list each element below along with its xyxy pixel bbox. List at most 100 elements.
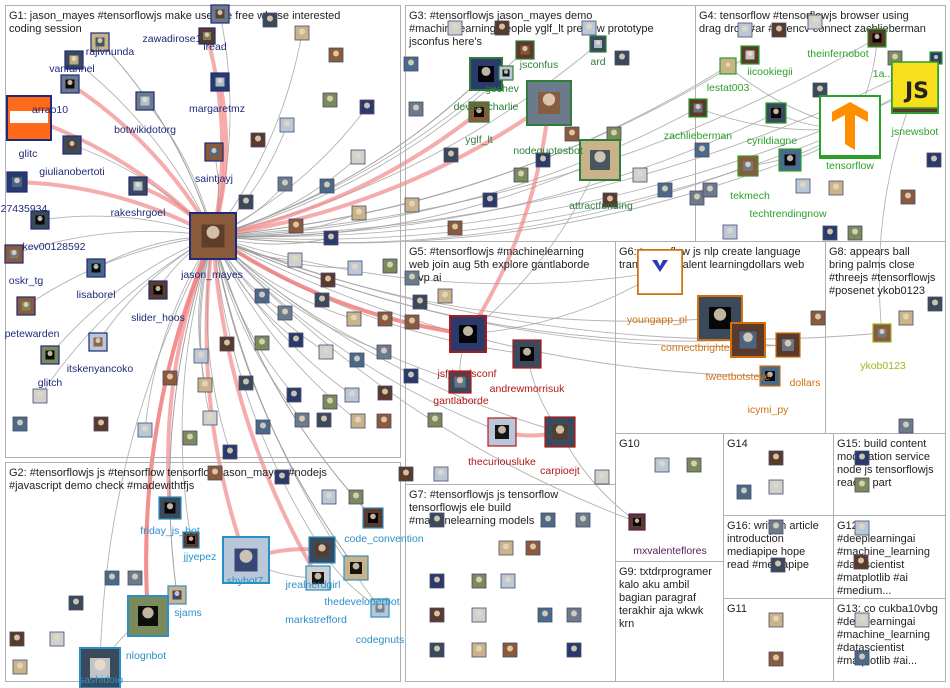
- node-avatar-unlabeled[interactable]: [9, 631, 25, 647]
- node-iread[interactable]: [198, 27, 216, 45]
- node-avatar-unlabeled[interactable]: [927, 296, 943, 312]
- node-avatar-unlabeled[interactable]: [350, 413, 366, 429]
- node-avatar-unlabeled[interactable]: [689, 190, 705, 206]
- node-avatar-unlabeled[interactable]: [197, 377, 213, 393]
- node-ard[interactable]: [589, 35, 607, 53]
- node-friday-js-bot[interactable]: [158, 496, 182, 520]
- node-avatar-unlabeled[interactable]: [810, 310, 826, 326]
- node-botwikidotorg[interactable]: [135, 91, 155, 111]
- node-avatar-unlabeled[interactable]: [238, 194, 254, 210]
- node-avatar-unlabeled[interactable]: [500, 573, 516, 589]
- node-avatar-unlabeled[interactable]: [447, 220, 463, 236]
- node-avatar-unlabeled[interactable]: [771, 22, 787, 38]
- node-avatar-unlabeled[interactable]: [853, 554, 869, 570]
- node-avatar-unlabeled[interactable]: [12, 416, 28, 432]
- node-dollars[interactable]: [775, 332, 801, 358]
- node-margaretmz[interactable]: [210, 72, 230, 92]
- node-avatar-unlabeled[interactable]: [437, 288, 453, 304]
- node-codegnuts[interactable]: [370, 598, 390, 618]
- node-avatar-unlabeled[interactable]: [408, 101, 424, 117]
- node-jjyepez[interactable]: [182, 531, 200, 549]
- node-avatar-unlabeled[interactable]: [433, 466, 449, 482]
- node-avatar-unlabeled[interactable]: [254, 335, 270, 351]
- node-avatar-unlabeled[interactable]: [736, 484, 752, 500]
- node-ykob0123[interactable]: [872, 323, 892, 343]
- node-yglf-lt[interactable]: [468, 101, 490, 123]
- node-avatar-unlabeled[interactable]: [502, 642, 518, 658]
- node-avatar-unlabeled[interactable]: [854, 520, 870, 536]
- node-avatar-unlabeled[interactable]: [403, 56, 419, 72]
- node-techtrendingnow[interactable]: [778, 148, 802, 172]
- node-avatar-unlabeled[interactable]: [288, 218, 304, 234]
- node-avatar-unlabeled[interactable]: [314, 292, 330, 308]
- node-avatar-unlabeled[interactable]: [482, 192, 498, 208]
- node-theinfernobot[interactable]: [867, 28, 887, 48]
- node-devdevcharlie[interactable]: [469, 57, 503, 91]
- node-arrao10[interactable]: [60, 74, 80, 94]
- node-avatar-unlabeled[interactable]: [398, 466, 414, 482]
- node-avatar-unlabeled[interactable]: [447, 20, 463, 36]
- node-tekmech[interactable]: [737, 155, 759, 177]
- node-avatar-unlabeled[interactable]: [581, 20, 597, 36]
- node-avatar-unlabeled[interactable]: [182, 430, 198, 446]
- node-avatar-unlabeled[interactable]: [319, 178, 335, 194]
- node-avatar-unlabeled[interactable]: [403, 368, 419, 384]
- node-avatar-unlabeled[interactable]: [807, 14, 823, 30]
- node-avatar-unlabeled[interactable]: [193, 348, 209, 364]
- node-mxvalenteflores[interactable]: [628, 513, 646, 531]
- node-cyrildiagne[interactable]: [765, 102, 787, 124]
- node-avatar-unlabeled[interactable]: [540, 512, 556, 528]
- node-avatar-unlabeled[interactable]: [254, 288, 270, 304]
- node-thecuriousluke[interactable]: [487, 417, 517, 447]
- node-avatar-unlabeled[interactable]: [737, 22, 753, 38]
- node-avatar-unlabeled[interactable]: [525, 540, 541, 556]
- node-iicookiegii[interactable]: [740, 45, 760, 65]
- node-avatar-unlabeled[interactable]: [795, 178, 811, 194]
- node-avatar-unlabeled[interactable]: [575, 512, 591, 528]
- node-avatar-unlabeled[interactable]: [12, 659, 28, 675]
- node-markstrefford[interactable]: [305, 565, 331, 591]
- node-avatar-unlabeled[interactable]: [768, 479, 784, 495]
- node-avatar-unlabeled[interactable]: [316, 412, 332, 428]
- node-vanfannel[interactable]: [64, 50, 84, 70]
- node-avatar-unlabeled[interactable]: [594, 469, 610, 485]
- node-avatar-unlabeled[interactable]: [768, 612, 784, 628]
- node-andrewmorrisuk[interactable]: [512, 339, 542, 369]
- node-avatar-unlabeled[interactable]: [288, 332, 304, 348]
- node-saintjayj[interactable]: [204, 142, 224, 162]
- node-avatar-unlabeled[interactable]: [404, 270, 420, 286]
- node-avatar-unlabeled[interactable]: [606, 126, 622, 142]
- node-avatar-unlabeled[interactable]: [471, 642, 487, 658]
- node-jason-mayes[interactable]: [189, 212, 237, 260]
- node-avatar-unlabeled[interactable]: [427, 412, 443, 428]
- node-avatar-unlabeled[interactable]: [344, 387, 360, 403]
- node-avatar-unlabeled[interactable]: [49, 631, 65, 647]
- node-prashan27435934[interactable]: [6, 171, 28, 193]
- node-avatar-unlabeled[interactable]: [320, 272, 336, 288]
- node-zawadirose1[interactable]: [210, 4, 230, 24]
- node-avatar-unlabeled[interactable]: [898, 310, 914, 326]
- node-avatar-unlabeled[interactable]: [722, 224, 738, 240]
- node-avatar-unlabeled[interactable]: [207, 465, 223, 481]
- node-zachlieberman[interactable]: [688, 98, 708, 118]
- node-avatar-unlabeled[interactable]: [323, 230, 339, 246]
- node-oskr-tg[interactable]: [4, 244, 24, 264]
- node-avatar-unlabeled[interactable]: [318, 344, 334, 360]
- node-jrealnerdgirl[interactable]: [308, 536, 336, 564]
- node-avatar-unlabeled[interactable]: [828, 180, 844, 196]
- node-avatar-unlabeled[interactable]: [564, 126, 580, 142]
- node-avatar-unlabeled[interactable]: [279, 117, 295, 133]
- node-lestat003[interactable]: [719, 57, 737, 75]
- node-nlognbot[interactable]: [127, 595, 169, 637]
- node-avatar-unlabeled[interactable]: [770, 557, 786, 573]
- node-avatar-unlabeled[interactable]: [377, 311, 393, 327]
- node-avatar-unlabeled[interactable]: [702, 182, 718, 198]
- node-lisaborel[interactable]: [86, 258, 106, 278]
- node-avatar-unlabeled[interactable]: [287, 252, 303, 268]
- node-kev00128592[interactable]: [30, 210, 50, 230]
- node-avatar-unlabeled[interactable]: [812, 82, 828, 98]
- node-avatar-unlabeled[interactable]: [294, 412, 310, 428]
- node-avatar-unlabeled[interactable]: [262, 12, 278, 28]
- node-avatar-unlabeled[interactable]: [286, 387, 302, 403]
- node-avatar-unlabeled[interactable]: [566, 607, 582, 623]
